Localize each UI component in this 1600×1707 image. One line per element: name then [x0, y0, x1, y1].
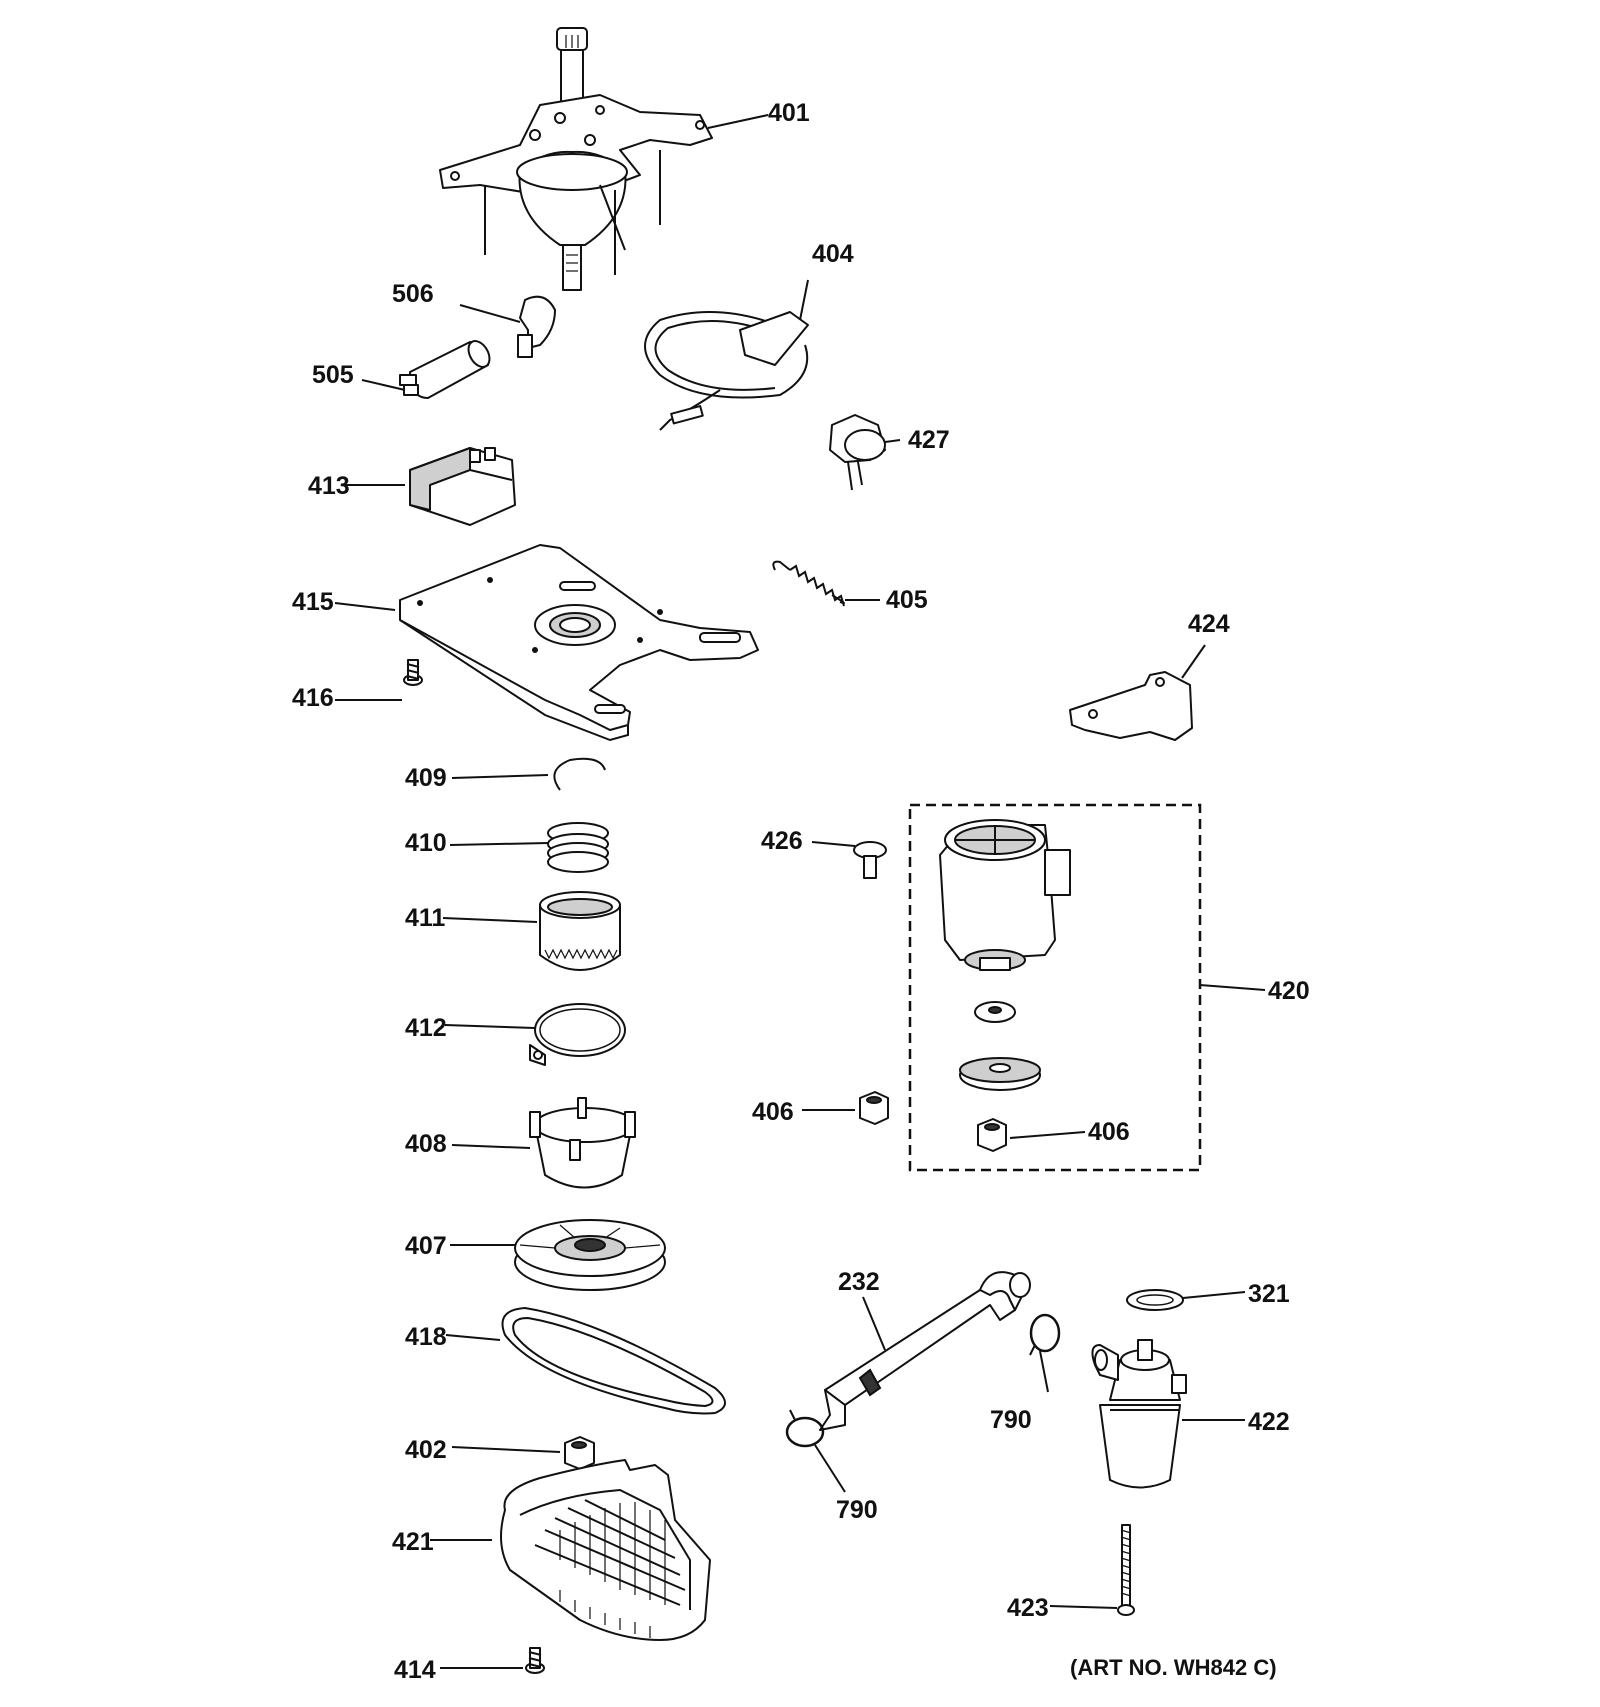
part-407-pulley	[450, 1219, 666, 1291]
part-321-gasket	[1126, 1289, 1246, 1311]
callout-790-upper: 790	[990, 1406, 1032, 1434]
callout-410: 410	[405, 829, 447, 857]
part-408-hub	[451, 1097, 636, 1189]
part-409-retaining-ring	[451, 757, 606, 791]
part-410-coil	[449, 822, 609, 873]
callout-412: 412	[405, 1014, 447, 1042]
callout-415: 415	[292, 588, 334, 616]
part-404-wire-harness	[644, 279, 809, 431]
callout-426: 426	[761, 827, 803, 855]
part-506-clip	[459, 295, 556, 358]
callout-421: 421	[392, 1528, 434, 1556]
callout-406-inside: 406	[1088, 1118, 1130, 1146]
callout-790-lower: 790	[836, 1496, 878, 1524]
part-423-screw	[1049, 1524, 1135, 1616]
part-420-motor-assembly	[908, 803, 1266, 1172]
callout-427: 427	[908, 426, 950, 454]
part-422-pump	[1091, 1339, 1245, 1489]
callout-422: 422	[1248, 1408, 1290, 1436]
callout-423: 423	[1007, 1594, 1049, 1622]
callout-402: 402	[405, 1436, 447, 1464]
callout-408: 408	[405, 1130, 447, 1158]
part-232-drain-hose	[819, 1271, 1031, 1431]
callout-405: 405	[886, 586, 928, 614]
part-414-screw	[440, 1647, 545, 1674]
part-505-capacitor	[361, 340, 491, 399]
callout-409: 409	[405, 764, 447, 792]
part-413-switch-block	[342, 447, 516, 526]
part-790-clamp-lower	[785, 1409, 846, 1493]
part-405-spring	[772, 560, 880, 607]
part-427-cable-clip	[829, 414, 901, 491]
callout-401: 401	[768, 99, 810, 127]
callout-420: 420	[1268, 977, 1310, 1005]
callout-411: 411	[405, 904, 445, 932]
callout-424: 424	[1188, 610, 1230, 638]
part-421-belt-guard	[430, 1459, 711, 1641]
art-number: (ART NO. WH842 C)	[1070, 1655, 1277, 1680]
callout-407: 407	[405, 1232, 447, 1260]
callout-416: 416	[292, 684, 334, 712]
part-418-belt	[445, 1306, 726, 1415]
callout-414: 414	[394, 1656, 436, 1684]
part-424-bracket	[1069, 644, 1206, 741]
part-406-nut-outside	[802, 1091, 889, 1125]
part-402-nut	[451, 1436, 595, 1470]
callout-406-outside: 406	[752, 1098, 794, 1126]
part-426-bolt	[811, 841, 887, 879]
part-401-drive-assembly	[439, 27, 769, 291]
callout-413: 413	[308, 472, 350, 500]
part-790-clamp-upper	[1029, 1313, 1061, 1393]
callout-418: 418	[405, 1323, 447, 1351]
callout-232: 232	[838, 1268, 880, 1296]
part-411-clutch-drum	[442, 891, 621, 971]
part-412-ring	[444, 1003, 626, 1066]
callout-506: 506	[392, 280, 434, 308]
callout-404: 404	[812, 240, 854, 268]
callout-321: 321	[1248, 1280, 1290, 1308]
part-406-nut-inside	[977, 1118, 1086, 1152]
part-415-mounting-plate	[334, 544, 759, 742]
callout-505: 505	[312, 361, 354, 389]
part-416-screw	[335, 659, 423, 701]
